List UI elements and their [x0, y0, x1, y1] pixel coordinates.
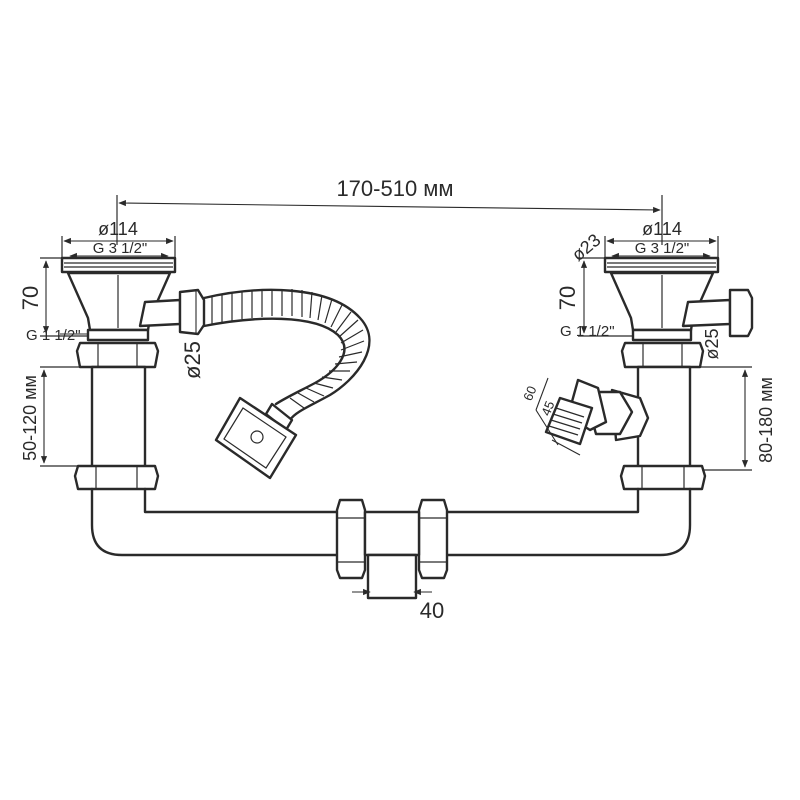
left-diameter-label: ø114 — [98, 219, 138, 239]
bottom-outlet-dimension: 40 — [352, 588, 444, 623]
right-strainer — [603, 256, 754, 491]
left-thread-top-label: G 3 1/2" — [93, 240, 148, 257]
left-overflow-hose: ø25 — [178, 288, 371, 480]
right-hose-diameter-label: ø25 — [702, 328, 722, 359]
outlet-45-label: 45 — [538, 399, 557, 418]
bottom-connecting-pipe — [90, 487, 692, 600]
right-side-outlet: 60 45 — [520, 377, 650, 456]
hose-ribs — [211, 289, 365, 409]
bottom-outlet-label: 40 — [420, 598, 444, 623]
right-thread-bottom-label: G 1 1/2" — [560, 323, 615, 340]
left-strainer — [60, 256, 182, 491]
right-thread-top-label: G 3 1/2" — [635, 240, 690, 257]
right-range-label: 80-180 мм — [756, 377, 776, 463]
right-dimensions: ø114 ø23 G 3 1/2" 70 G 1 1/2" ø25 80-180… — [555, 219, 776, 471]
right-overflow-diameter-label: ø23 — [568, 230, 605, 265]
top-width-dimension: 170-510 мм — [116, 176, 663, 245]
left-thread-bottom-label: G 1 1/2" — [26, 327, 81, 344]
right-diameter-label: ø114 — [642, 219, 682, 239]
right-height-label: 70 — [555, 286, 580, 310]
left-dimensions: ø114 G 3 1/2" 70 G 1 1/2" 50-120 мм — [18, 219, 176, 467]
left-height-label: 70 — [18, 286, 43, 310]
left-hose-diameter-label: ø25 — [180, 341, 205, 379]
left-range-label: 50-120 мм — [20, 375, 40, 461]
outlet-60-label: 60 — [520, 384, 539, 403]
top-width-label: 170-510 мм — [336, 176, 453, 201]
